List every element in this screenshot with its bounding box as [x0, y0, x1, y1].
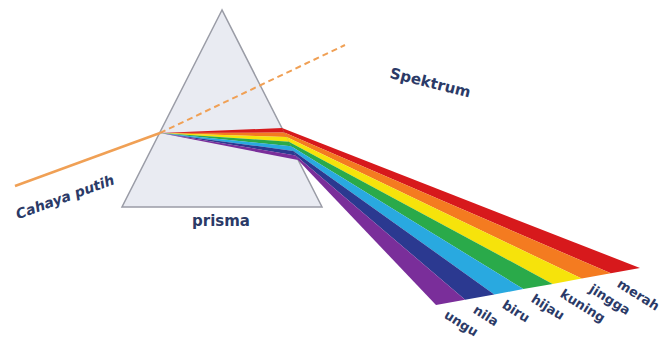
- ray-continuation: [160, 45, 345, 133]
- spectrum-label: Spektrum: [388, 66, 472, 101]
- color-label: biru: [500, 298, 532, 325]
- spectrum-bands: [282, 128, 640, 305]
- inner-fan: [160, 128, 298, 160]
- prism-shape: [122, 10, 322, 207]
- white-light-ray: [15, 133, 160, 186]
- prism-label: prisma: [192, 214, 250, 229]
